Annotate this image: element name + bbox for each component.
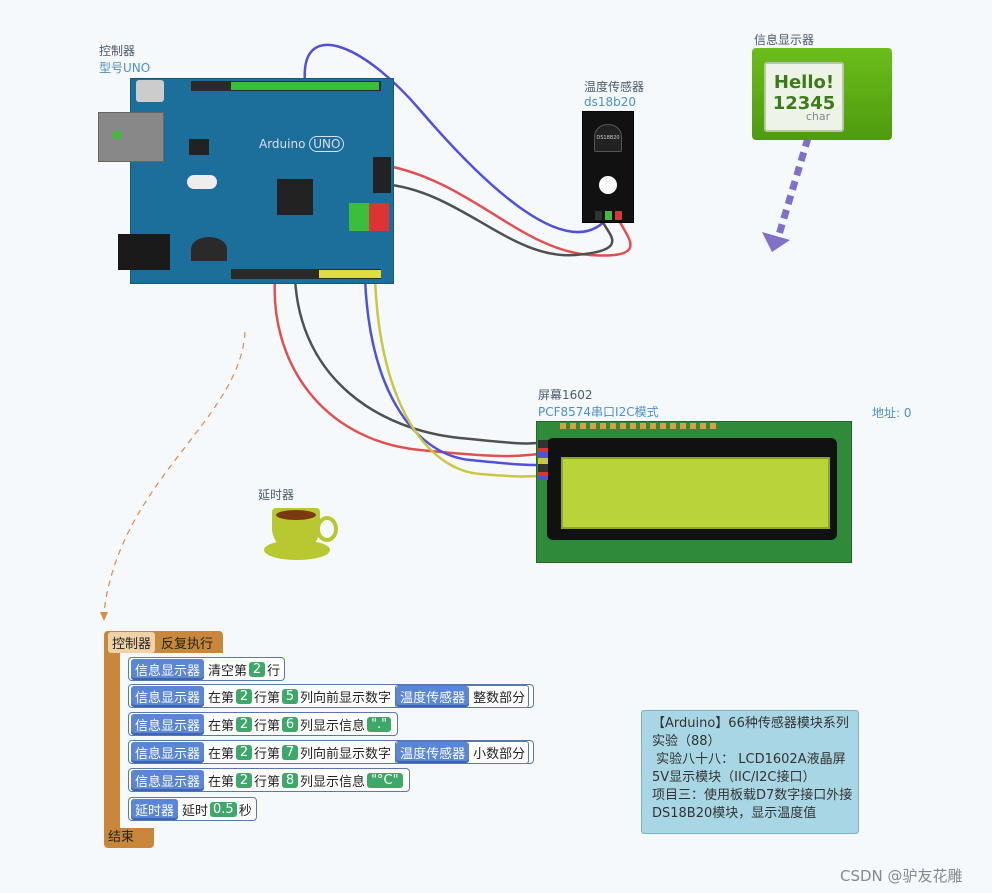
block-text: 行第 (254, 774, 281, 790)
usb-chip (189, 139, 209, 155)
block-show-int[interactable]: 信息显示器 在第 2 行第 5 列向前显示数字 温度传感器整数部分 (128, 684, 535, 708)
block-text: 清空第 (208, 663, 248, 679)
row-number[interactable]: 2 (249, 661, 266, 677)
icsp-header (373, 157, 391, 193)
block-show-frac[interactable]: 信息显示器 在第 2 行第 7 列向前显示数字 温度传感器小数部分 (128, 740, 535, 764)
info-line2: 12345 (772, 93, 836, 114)
loop-owner: 控制器 (108, 631, 156, 653)
block-text: 行 (267, 663, 281, 679)
capacitor (191, 237, 227, 261)
row-number[interactable]: 2 (236, 744, 253, 760)
info-display-screen: Hello! 12345 char (764, 62, 844, 132)
col-number[interactable]: 8 (282, 772, 299, 788)
col-number[interactable]: 5 (282, 688, 299, 704)
block-text: 行第 (254, 746, 281, 762)
sensor-value-block[interactable]: 温度传感器整数部分 (395, 684, 530, 708)
lcd-pins (560, 423, 720, 429)
power-header (231, 269, 381, 279)
sensor-model: ds18b20 (584, 95, 637, 109)
wire-blue-a4 (363, 277, 541, 467)
block-show-dot[interactable]: 信息显示器 在第 2 行第 6 列显示信息 "." (128, 712, 399, 736)
lcd-mode: PCF8574串口I2C模式 (538, 405, 659, 419)
display-arrow (774, 136, 812, 240)
wire-black-gnd (382, 182, 614, 257)
sensor-value-block[interactable]: 温度传感器小数部分 (395, 740, 530, 764)
controller-model: 型号UNO (99, 61, 151, 75)
info-type: char (805, 110, 831, 123)
block-text: 列向前显示数字 (300, 746, 392, 762)
reset-button[interactable] (136, 80, 164, 102)
sensor-chip: DS18B20 (594, 124, 622, 152)
wire-red-vcc (382, 163, 632, 257)
delay-title: 延时器 (258, 488, 295, 502)
loop-block[interactable]: 控制器 反复执行 (104, 631, 224, 653)
string-value[interactable]: "." (367, 716, 392, 732)
sensor-pins (595, 211, 622, 220)
wire-blue-d7 (303, 43, 612, 234)
sub-device: 温度传感器 (396, 741, 470, 763)
power-jack (118, 234, 170, 270)
col-number[interactable]: 6 (282, 716, 299, 732)
block-clear-row[interactable]: 信息显示器 清空第 2 行 (128, 657, 286, 681)
block-text: 行第 (254, 690, 281, 706)
block-text: 在第 (208, 774, 235, 790)
controller-title: 控制器 (99, 44, 136, 58)
lcd-address: 地址: 0 (872, 406, 912, 420)
digital-pins (231, 82, 379, 90)
watermark: CSDN @驴友花雕 (840, 867, 963, 885)
block-text: 在第 (208, 746, 235, 762)
sensor-led (599, 176, 617, 194)
block-text: 秒 (238, 803, 252, 819)
block-device: 信息显示器 (131, 713, 205, 735)
loop-end: 结束 (104, 828, 154, 848)
sub-text: 小数部分 (473, 746, 526, 762)
string-value[interactable]: "°C" (367, 772, 403, 788)
block-text: 列向前显示数字 (300, 690, 392, 706)
sub-device: 温度传感器 (396, 685, 470, 707)
block-text: 行第 (254, 718, 281, 734)
block-device: 信息显示器 (131, 769, 205, 791)
usb-port (98, 112, 164, 162)
teacup-icon[interactable] (262, 504, 338, 566)
row-number[interactable]: 2 (236, 772, 253, 788)
wire-yellow-a5 (373, 277, 541, 478)
lcd-i2c-pins (538, 440, 548, 480)
block-text: 列显示信息 (300, 774, 366, 790)
row-number[interactable]: 2 (236, 688, 253, 704)
block-device: 延时器 (131, 798, 179, 820)
block-device: 信息显示器 (131, 741, 205, 763)
lcd-glass (561, 457, 830, 529)
row-number[interactable]: 2 (236, 716, 253, 732)
delay-seconds[interactable]: 0.5 (210, 801, 237, 817)
led-block (349, 203, 389, 231)
block-device: 信息显示器 (131, 658, 205, 680)
info-display-title: 信息显示器 (754, 33, 815, 47)
ds18b20-module[interactable]: DS18B20 (582, 111, 634, 223)
col-number[interactable]: 7 (282, 744, 299, 760)
arduino-board[interactable]: Arduino UNO (130, 78, 394, 284)
lcd-title: 屏幕1602 (538, 388, 593, 402)
block-text: 延时 (182, 803, 209, 819)
note-text: 【Arduino】66种传感器模块系列实验（88） 实验八十八： LCD1602… (652, 716, 853, 821)
flow-arrow-dashed (103, 331, 246, 613)
note-card: 【Arduino】66种传感器模块系列实验（88） 实验八十八： LCD1602… (641, 710, 859, 834)
sub-text: 整数部分 (473, 690, 526, 706)
block-show-unit[interactable]: 信息显示器 在第 2 行第 8 列显示信息 "°C" (128, 768, 410, 792)
crystal (187, 175, 217, 189)
block-device: 信息显示器 (131, 685, 205, 707)
analog-pins (319, 270, 381, 278)
block-text: 在第 (208, 690, 235, 706)
mcu-chip (277, 179, 313, 215)
loop-label: 反复执行 (161, 636, 214, 652)
block-delay[interactable]: 延时器 延时 0.5 秒 (128, 797, 257, 821)
info-line1: Hello! (773, 72, 835, 93)
block-text: 列显示信息 (300, 718, 366, 734)
sensor-title: 温度传感器 (584, 80, 645, 94)
loop-body-bar (104, 653, 120, 828)
block-text: 在第 (208, 718, 235, 734)
wire-black-gnd2 (293, 277, 541, 445)
board-brand: Arduino UNO (259, 136, 345, 152)
wire-red-5v (273, 277, 541, 458)
